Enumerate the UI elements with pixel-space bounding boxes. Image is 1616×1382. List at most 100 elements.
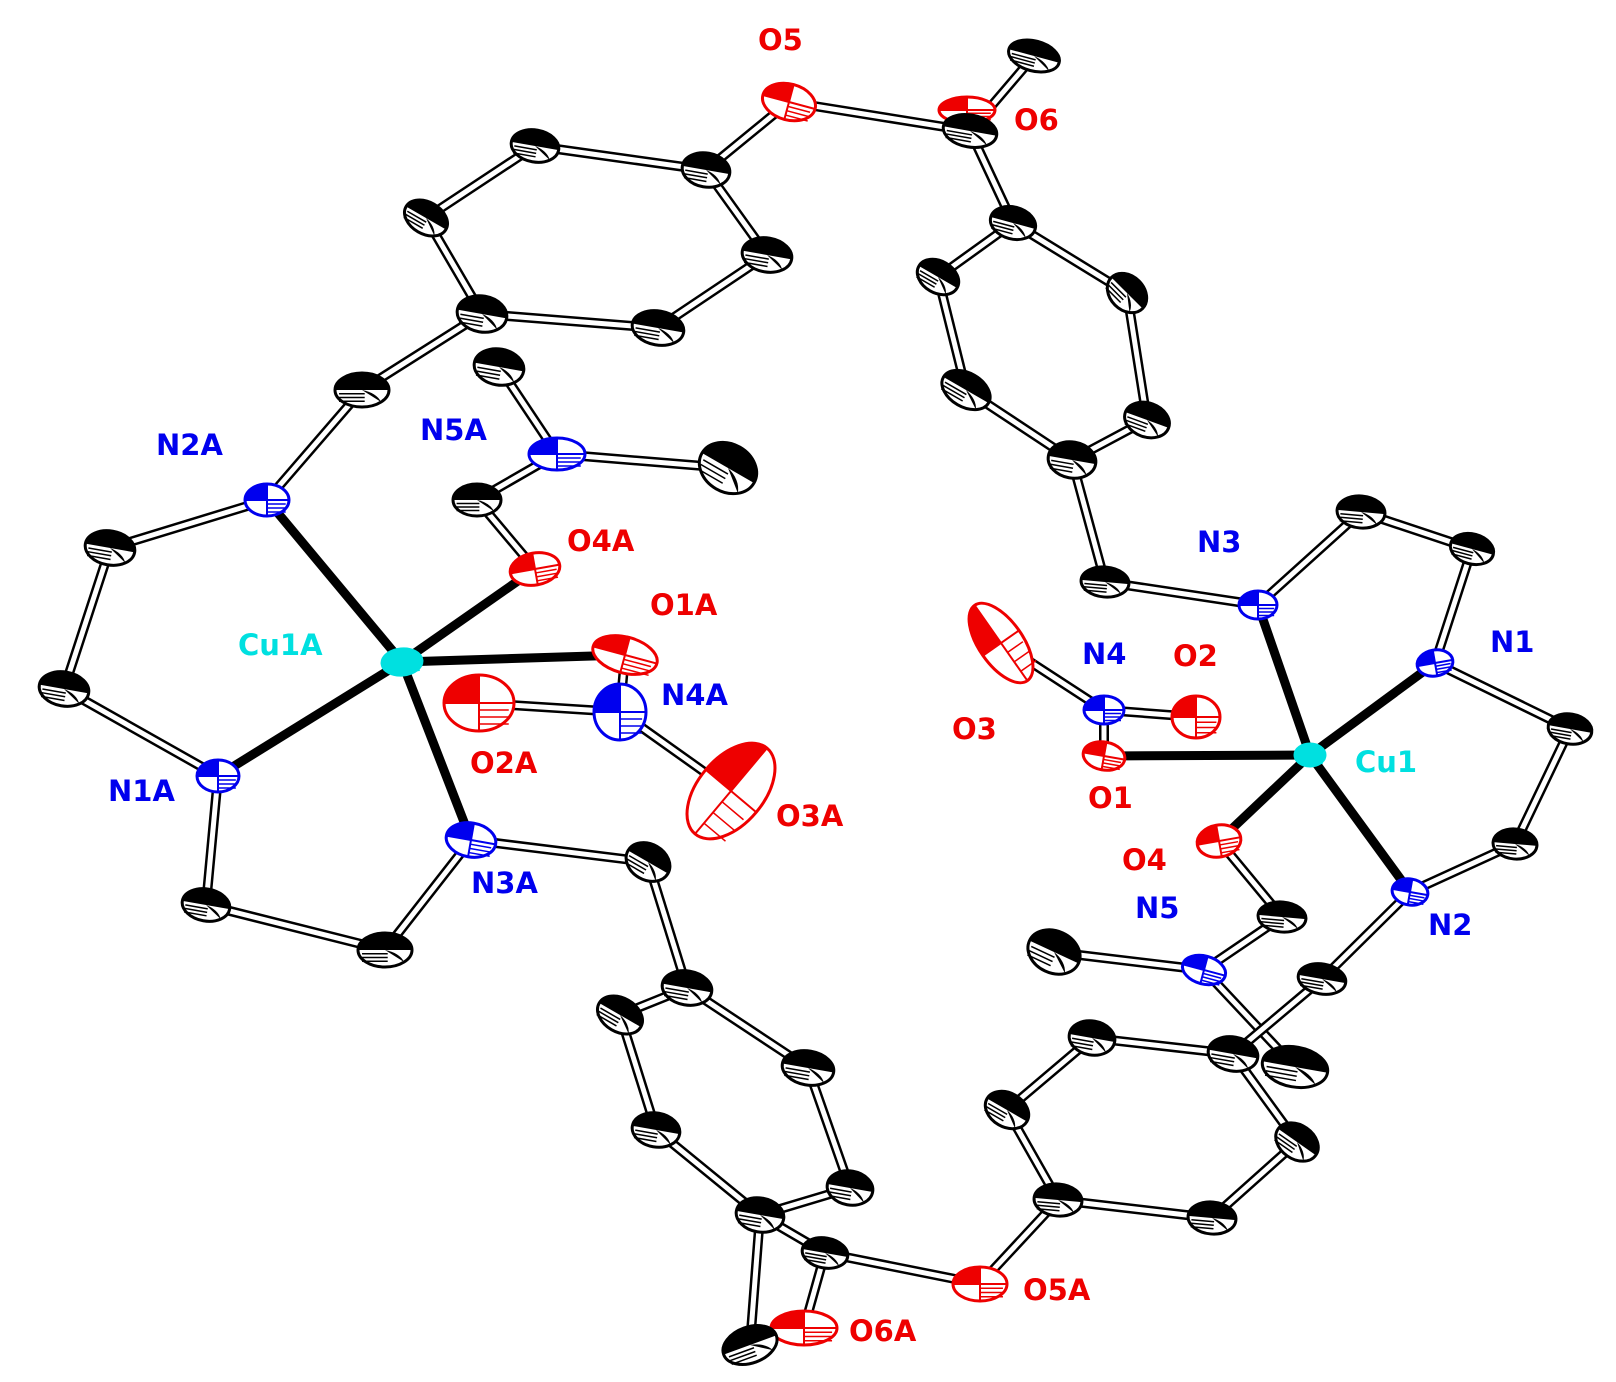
label-o5: O5 bbox=[758, 23, 803, 57]
atom-cb1 bbox=[1206, 1035, 1260, 1073]
atom-o4a bbox=[508, 551, 562, 587]
label-o6a: O6A bbox=[849, 1314, 917, 1348]
bond-CAr2-CAr3 bbox=[423, 141, 538, 223]
atom-cb2 bbox=[1067, 1019, 1117, 1057]
atom-ca2 bbox=[37, 670, 91, 708]
bond-Cu1-O1 bbox=[1103, 750, 1311, 761]
atoms-layer bbox=[37, 38, 1594, 1366]
bond-Cu1A-O4A bbox=[399, 565, 538, 666]
label-n1a: N1A bbox=[108, 774, 175, 808]
label-n3a: N3A bbox=[471, 866, 538, 900]
atom-ca1 bbox=[83, 529, 137, 567]
atom-o5a bbox=[951, 1265, 1009, 1303]
atom-cu1 bbox=[1293, 742, 1327, 768]
atom-n5 bbox=[1180, 953, 1228, 987]
atom-n2 bbox=[1390, 877, 1430, 907]
atom-cr5 bbox=[915, 257, 961, 297]
label-o5a: O5A bbox=[1023, 1273, 1091, 1307]
bond-CcO6-O5 bbox=[788, 97, 971, 136]
atom-cm1 bbox=[1335, 494, 1387, 530]
bond-CAr6-CAr1 bbox=[481, 309, 659, 333]
atom-cab6 bbox=[780, 1049, 836, 1087]
atom-cb6 bbox=[1274, 1121, 1320, 1163]
bond-Cm1-N3 bbox=[1254, 508, 1365, 609]
atom-n1 bbox=[1415, 648, 1455, 678]
bond-CAr3-CAr4 bbox=[534, 141, 707, 175]
bond-CA3-CA4 bbox=[204, 900, 387, 955]
bond-Cu1A-N1A bbox=[215, 658, 405, 780]
atom-ca4 bbox=[356, 931, 414, 969]
atom-camo4 bbox=[451, 482, 503, 518]
atom-n4a bbox=[592, 682, 648, 742]
labels-layer: Cu1N1N2N3N4N5O1O2O3O4O5O6Cu1AN1AN2AN3AN4… bbox=[108, 23, 1534, 1348]
bond-N2-CmN2 bbox=[1318, 888, 1414, 983]
atom-car5 bbox=[740, 236, 794, 274]
atom-cr2 bbox=[1123, 400, 1171, 440]
atom-cm4 bbox=[1491, 827, 1539, 861]
bond-N2A-CA1 bbox=[108, 495, 269, 553]
atom-cm3 bbox=[1546, 712, 1594, 746]
bond-Cu1A-N2A bbox=[263, 497, 406, 665]
atom-o1a bbox=[591, 634, 659, 677]
label-cu1a: Cu1A bbox=[238, 628, 323, 662]
atom-car2 bbox=[403, 198, 449, 238]
atom-cab4 bbox=[734, 1196, 786, 1234]
atom-car4 bbox=[680, 151, 732, 189]
label-o3a: O3A bbox=[776, 799, 844, 833]
label-n5a: N5A bbox=[420, 413, 487, 447]
bond-Cm3-Cm4 bbox=[1510, 726, 1575, 847]
label-n2a: N2A bbox=[156, 428, 223, 462]
bond-Cu1-N3 bbox=[1253, 603, 1315, 757]
atom-cr6 bbox=[940, 368, 992, 412]
atom-n1a bbox=[195, 758, 241, 794]
atom-cm2 bbox=[1448, 531, 1496, 567]
atom-n5a bbox=[527, 436, 587, 472]
bond-CA4-N3A bbox=[381, 836, 475, 954]
bond-N2A-CAn2 bbox=[263, 386, 366, 504]
atom-cmeo6 bbox=[1007, 38, 1061, 74]
bonds-layer bbox=[59, 52, 1575, 1346]
atom-cmn4 bbox=[1256, 900, 1308, 934]
atom-o1 bbox=[1081, 740, 1127, 772]
atom-o5 bbox=[761, 81, 817, 123]
atom-cb3 bbox=[983, 1089, 1031, 1131]
atom-camn3 bbox=[624, 841, 672, 883]
atom-cr3 bbox=[1105, 271, 1149, 315]
bond-N1-Cm2 bbox=[1430, 547, 1477, 665]
atom-o2a bbox=[442, 673, 516, 733]
label-o4: O4 bbox=[1122, 843, 1167, 877]
atom-cab3 bbox=[630, 1111, 682, 1149]
label-o3: O3 bbox=[952, 712, 997, 746]
atom-cr1 bbox=[1046, 440, 1098, 480]
atom-cab5 bbox=[825, 1169, 875, 1207]
atom-n3 bbox=[1237, 589, 1279, 621]
atom-cmn2 bbox=[1296, 962, 1348, 996]
atom-o2 bbox=[1170, 694, 1222, 740]
bond-Cr2-Cr3 bbox=[1122, 292, 1152, 421]
atom-car6 bbox=[630, 309, 686, 347]
atom-o3 bbox=[967, 601, 1037, 685]
label-n4a: N4A bbox=[661, 678, 728, 712]
atom-o4 bbox=[1195, 823, 1243, 859]
atom-cab1 bbox=[660, 969, 714, 1007]
label-o4a: O4A bbox=[567, 524, 635, 558]
label-o2: O2 bbox=[1173, 639, 1218, 673]
label-o6: O6 bbox=[1014, 103, 1059, 137]
label-o1a: O1A bbox=[650, 588, 718, 622]
atom-cmn3 bbox=[1079, 565, 1131, 599]
atom-came1 bbox=[472, 347, 526, 387]
label-cu1: Cu1 bbox=[1355, 745, 1417, 779]
label-n5: N5 bbox=[1135, 891, 1179, 925]
atom-o3a bbox=[685, 741, 777, 842]
atom-cb5 bbox=[1186, 1200, 1238, 1236]
label-n2: N2 bbox=[1428, 908, 1472, 942]
bond-CAb5-CAb6 bbox=[803, 1066, 855, 1190]
label-o2a: O2A bbox=[470, 746, 538, 780]
bond-N3-CmN3 bbox=[1104, 577, 1259, 610]
atom-cr4 bbox=[988, 204, 1038, 242]
atom-cco6 bbox=[941, 113, 999, 149]
bond-Cb4-Cb5 bbox=[1057, 1195, 1213, 1223]
atom-car1 bbox=[455, 294, 509, 334]
label-n1: N1 bbox=[1490, 625, 1534, 659]
atom-o6a bbox=[769, 1309, 839, 1347]
